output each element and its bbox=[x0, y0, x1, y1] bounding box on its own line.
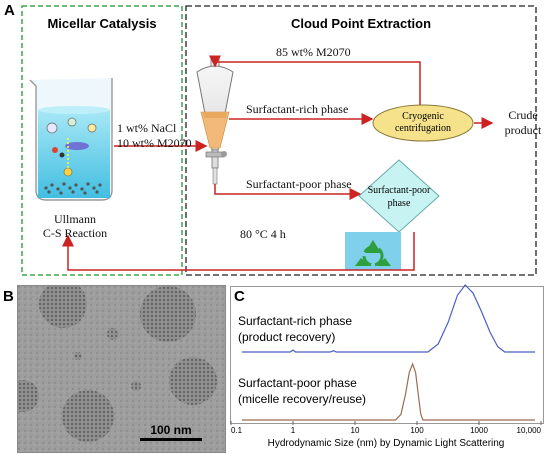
conditions-label: 80 °C 4 h bbox=[240, 227, 286, 241]
micellar-box bbox=[21, 5, 183, 276]
panel-b-label: B bbox=[3, 288, 14, 305]
micellar-title: Micellar Catalysis bbox=[47, 16, 157, 31]
poor-phase-label: Surfactant-poor phase bbox=[246, 177, 352, 191]
scale-bar-label: 100 nm bbox=[150, 423, 192, 437]
panel-a-label: A bbox=[4, 2, 15, 19]
crude-line1: Crude bbox=[508, 108, 538, 122]
x-tick-label: 1 bbox=[291, 426, 296, 435]
centrifuge-node bbox=[372, 104, 474, 142]
additive-line1: 1 wt% NaCl bbox=[117, 121, 177, 135]
dls-chart-frame bbox=[230, 286, 544, 424]
series2-label-line2: (micelle recovery/reuse) bbox=[238, 392, 367, 406]
crude-line2: product bbox=[504, 123, 542, 137]
recycle-label: 85 wt% M2070 bbox=[276, 45, 351, 59]
tem-micrograph bbox=[17, 285, 226, 453]
scale-bar bbox=[140, 438, 202, 441]
reaction-line2: C-S Reaction bbox=[42, 226, 108, 240]
panel-c-label: C bbox=[234, 288, 245, 305]
beaker-icon bbox=[29, 78, 113, 201]
cloud-point-box bbox=[185, 5, 537, 276]
rich-phase-label: Surfactant-rich phase bbox=[246, 102, 349, 116]
tem-image bbox=[18, 286, 225, 452]
x-tick-label: 0.1 bbox=[231, 426, 243, 435]
series-line-1 bbox=[241, 284, 535, 353]
reaction-line1: Ullmann bbox=[54, 212, 96, 226]
x-tick-label: 10,000 bbox=[517, 426, 542, 435]
additive-line2: 10 wt% M2070 bbox=[117, 136, 192, 150]
poor-node-line2: phase bbox=[387, 198, 411, 209]
series-line-2 bbox=[241, 362, 535, 421]
recycle-icon bbox=[345, 232, 401, 270]
panel-a-diagram bbox=[21, 5, 537, 276]
poor-node-line1: Surfactant-poor bbox=[367, 185, 431, 196]
x-axis-label: Hydrodynamic Size (nm) by Dynamic Light … bbox=[267, 438, 505, 449]
series1-label-line2: (product recovery) bbox=[238, 330, 336, 344]
x-tick-label: 10 bbox=[351, 426, 360, 435]
x-tick-label: 1000 bbox=[470, 426, 488, 435]
centrifuge-line1: Cryogenic bbox=[402, 111, 444, 122]
x-tick-label: 100 bbox=[410, 426, 424, 435]
centrifuge-line2: centrifugation bbox=[394, 123, 452, 134]
series2-label-line1: Surfactant-poor phase bbox=[238, 376, 357, 390]
series1-label-line1: Surfactant-rich phase bbox=[238, 314, 353, 328]
cloud-title: Cloud Point Extraction bbox=[290, 16, 432, 31]
